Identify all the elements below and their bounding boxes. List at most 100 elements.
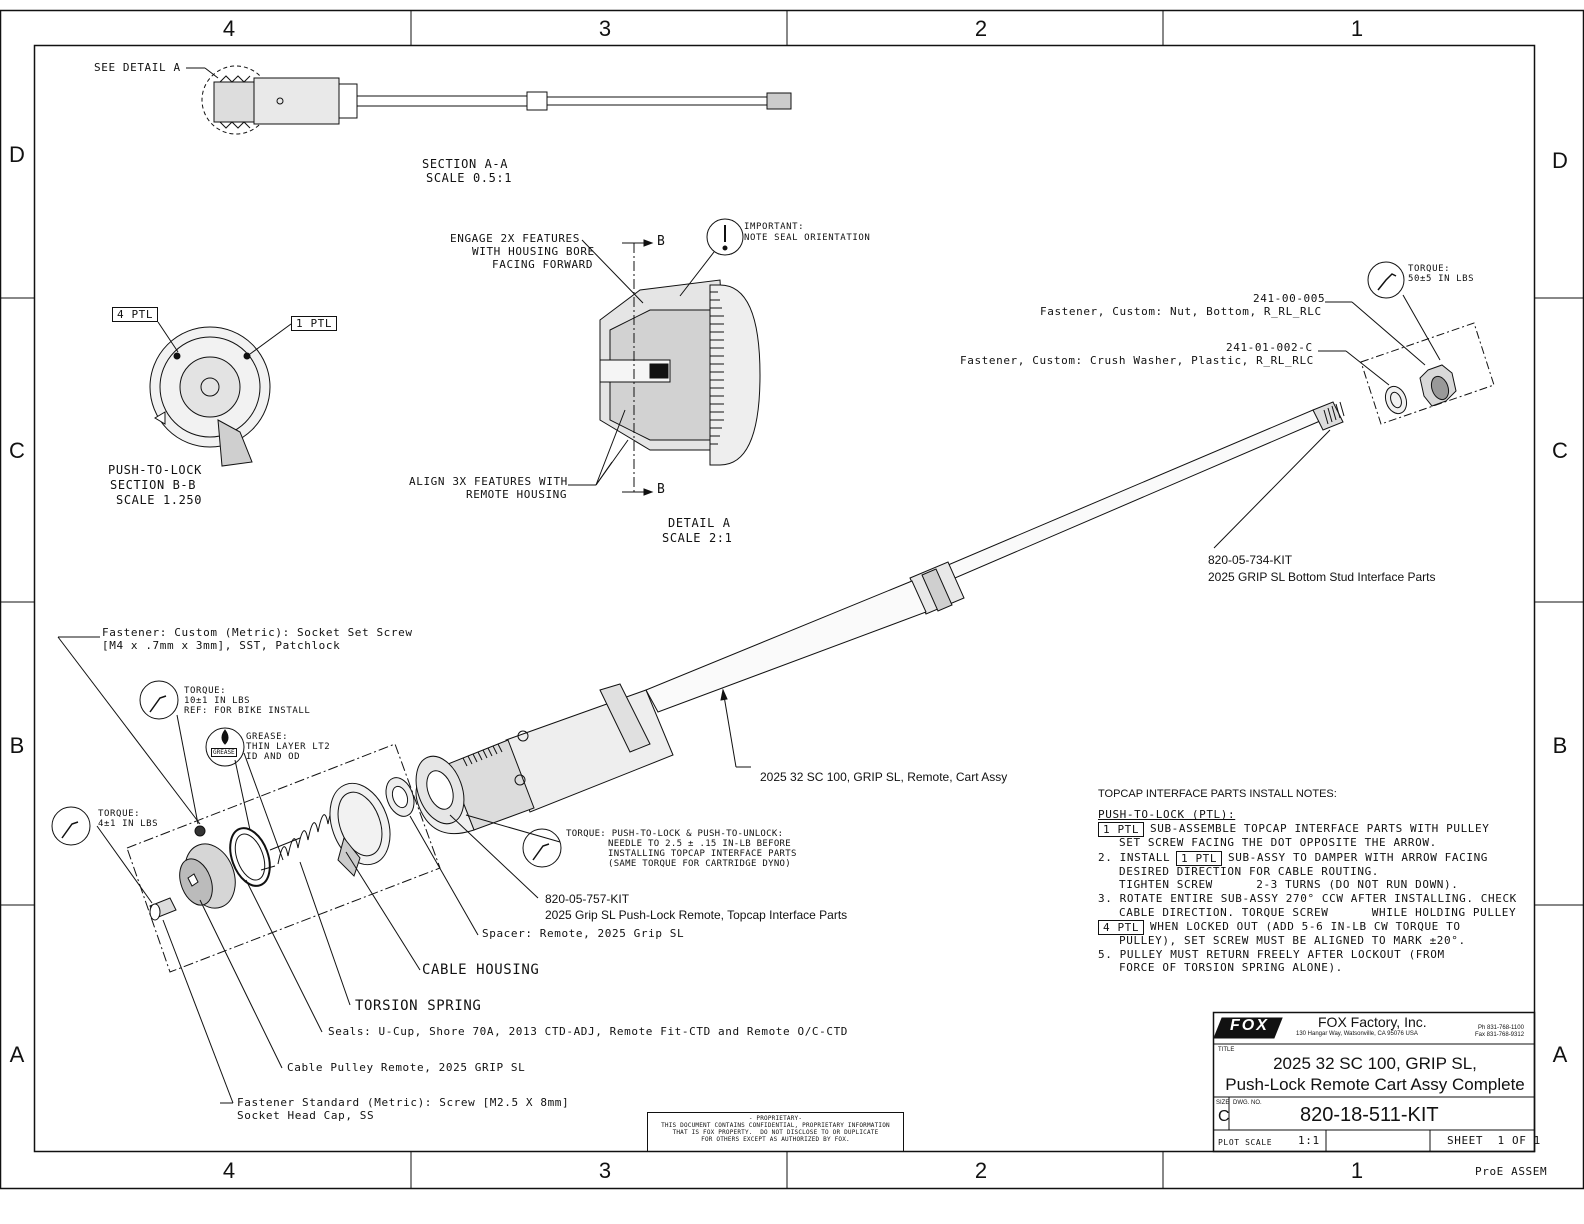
torque-set-line1: TORQUE: bbox=[184, 686, 227, 696]
proprietary-line2: THIS DOCUMENT CONTAINS CONFIDENTIAL, PRO… bbox=[661, 1122, 890, 1129]
engage-line3: FACING FORWARD bbox=[492, 258, 594, 271]
grease-line1: GREASE: bbox=[246, 732, 289, 742]
torque-small-line1: TORQUE: bbox=[98, 809, 141, 819]
note-tag-4-ptl: 4 PTL bbox=[1098, 920, 1145, 935]
zone-row-a-left: A bbox=[9, 1042, 25, 1067]
size-label: SIZE bbox=[1216, 1100, 1230, 1106]
cartridge-view bbox=[415, 401, 1345, 835]
zone-col-4-top: 4 bbox=[222, 16, 236, 41]
note-2a-cont: SUB-ASSY TO DAMPER WITH ARROW FACING bbox=[1228, 851, 1489, 864]
drawing-number: 820-18-511-KIT bbox=[1300, 1104, 1439, 1126]
sheet-number: SHEET 1 OF 1 bbox=[1447, 1134, 1541, 1147]
zone-row-b-left: B bbox=[9, 733, 25, 758]
section-bb-line1: PUSH-TO-LOCK bbox=[108, 463, 202, 477]
section-bb-scale: SCALE 1.250 bbox=[116, 493, 203, 507]
set-screw-line1: Fastener: Custom (Metric): Socket Set Sc… bbox=[102, 626, 413, 639]
nut-part-number: 241-00-005 bbox=[1253, 292, 1326, 305]
cut-label-top: B bbox=[657, 234, 666, 249]
torque-set-line3: REF: FOR BIKE INSTALL bbox=[184, 706, 311, 716]
stud-kit-part-number: 820-05-734-KIT bbox=[1208, 553, 1293, 567]
zone-col-1-top: 1 bbox=[1350, 16, 1364, 41]
torque-ptl-line3: INSTALLING TOPCAP INTERFACE PARTS bbox=[608, 849, 797, 859]
zone-col-2-bottom: 2 bbox=[974, 1158, 988, 1183]
stud-kit-description: 2025 GRIP SL Bottom Stud Interface Parts bbox=[1208, 570, 1436, 584]
zone-col-3-bottom: 3 bbox=[598, 1158, 612, 1183]
drawing-title-line1: 2025 32 SC 100, GRIP SL, bbox=[1273, 1054, 1477, 1073]
title-block bbox=[1162, 1011, 1536, 1188]
inner-frame bbox=[33, 44, 1536, 1153]
proprietary-line3: THAT IS FOX PROPERTY. DO NOT DISCLOSE TO… bbox=[672, 1129, 879, 1136]
washer-part-number: 241-01-002-C bbox=[1226, 341, 1313, 354]
detail-a-title: DETAIL A bbox=[668, 516, 731, 530]
stud-parts-view bbox=[1213, 261, 1495, 549]
fox-logo: FOX bbox=[1230, 1017, 1269, 1034]
torque-top-line1: TORQUE: bbox=[1408, 264, 1451, 274]
topcap-kit-part-number: 820-05-757-KIT bbox=[545, 892, 630, 906]
zone-col-3-top: 3 bbox=[598, 16, 612, 41]
pulley-label: Cable Pulley Remote, 2025 GRIP SL bbox=[287, 1061, 526, 1074]
proprietary-line4: FOR OTHERS EXCEPT AS AUTHORIZED BY FOX. bbox=[701, 1136, 850, 1143]
align-line2: REMOTE HOUSING bbox=[466, 488, 568, 501]
torque-ptl-line1: TORQUE: PUSH-TO-LOCK & PUSH-TO-UNLOCK: bbox=[566, 829, 784, 839]
torque-ptl-line4: (SAME TORQUE FOR CARTRIDGE DYNO) bbox=[608, 859, 791, 869]
section-aa-scale: SCALE 0.5:1 bbox=[426, 171, 513, 185]
section-aa-view bbox=[186, 65, 792, 135]
zone-row-d-right: D bbox=[1552, 148, 1568, 173]
callout-4-ptl: 4 PTL bbox=[112, 307, 159, 322]
detail-a-scale: SCALE 2:1 bbox=[662, 531, 733, 545]
zone-row-c-right: C bbox=[1552, 438, 1568, 463]
note-tag-1-ptl: 1 PTL bbox=[1098, 822, 1145, 837]
dwg-no-label: DWG. NO. bbox=[1233, 1100, 1262, 1106]
notes-subheading: PUSH-TO-LOCK (PTL): bbox=[1098, 808, 1236, 821]
note-5b: FORCE OF TORSION SPRING ALONE). bbox=[1119, 961, 1343, 974]
torque-ptl-line2: NEEDLE TO 2.5 ± .15 IN-LB BEFORE bbox=[608, 839, 791, 849]
torque-top-line2: 50±5 IN LBS bbox=[1408, 274, 1475, 284]
torque-set-line2: 10±1 IN LBS bbox=[184, 696, 251, 706]
section-bb-view bbox=[149, 321, 292, 467]
note-1a: SUB-ASSEMBLE TOPCAP INTERFACE PARTS WITH… bbox=[1150, 822, 1490, 835]
note-5a: 5. PULLEY MUST RETURN FREELY AFTER LOCKO… bbox=[1098, 948, 1445, 961]
screw-line2: Socket Head Cap, SS bbox=[237, 1109, 375, 1122]
cad-source: ProE ASSEM bbox=[1475, 1165, 1548, 1178]
drawing-title-line2: Push-Lock Remote Cart Assy Complete bbox=[1225, 1075, 1525, 1094]
engage-line2: WITH HOUSING BORE bbox=[472, 245, 595, 258]
note-4b: PULLEY), SET SCREW MUST BE ALIGNED TO MA… bbox=[1119, 934, 1466, 947]
set-screw-line2: [M4 x .7mm x 3mm], SST, Patchlock bbox=[102, 639, 341, 652]
note-3a: 3. ROTATE ENTIRE SUB-ASSY 270° CCW AFTER… bbox=[1098, 892, 1517, 905]
cable-housing-label: CABLE HOUSING bbox=[422, 962, 540, 978]
note-4a: WHEN LOCKED OUT (ADD 5-6 IN-LB CW TORQUE… bbox=[1150, 920, 1461, 933]
company-phone: Ph 831-768-1100 bbox=[1478, 1025, 1524, 1031]
topcap-kit-description: 2025 Grip SL Push-Lock Remote, Topcap In… bbox=[545, 908, 848, 922]
zone-col-4-bottom: 4 bbox=[222, 1158, 236, 1183]
note-3b: CABLE DIRECTION. TORQUE SCREW WHILE HOLD… bbox=[1119, 906, 1517, 919]
spacer-label: Spacer: Remote, 2025 Grip SL bbox=[482, 927, 685, 940]
company-fax: Fax 831-768-9312 bbox=[1475, 1032, 1525, 1038]
plot-scale-value: 1:1 bbox=[1298, 1134, 1320, 1147]
zone-row-b-right: B bbox=[1552, 733, 1568, 758]
zone-col-1-bottom: 1 bbox=[1350, 1158, 1364, 1183]
company-address: 130 Hangar Way, Watsonville, CA 95076 US… bbox=[1296, 1031, 1418, 1037]
important-line2: NOTE SEAL ORIENTATION bbox=[744, 233, 871, 243]
torque-small-line2: 4±1 IN LBS bbox=[98, 819, 159, 829]
note-2b: DESIRED DIRECTION FOR CABLE ROUTING. bbox=[1119, 865, 1380, 878]
note-tag-2-ptl: 1 PTL bbox=[1176, 851, 1223, 866]
section-bb-line2: SECTION B-B bbox=[110, 478, 197, 492]
zone-row-a-right: A bbox=[1552, 1042, 1568, 1067]
callout-1-ptl: 1 PTL bbox=[291, 316, 338, 331]
torsion-spring-label: TORSION SPRING bbox=[355, 998, 482, 1014]
cart-assy-description: 2025 32 SC 100, GRIP SL, Remote, Cart As… bbox=[760, 770, 1008, 784]
plot-scale-label: PLOT SCALE bbox=[1218, 1138, 1273, 1147]
grease-icon-label: GREASE bbox=[211, 748, 237, 757]
zone-row-d-left: D bbox=[9, 142, 25, 167]
align-line1: ALIGN 3X FEATURES WITH bbox=[409, 475, 568, 488]
note-2a: 2. INSTALL bbox=[1098, 851, 1171, 864]
proprietary-box bbox=[647, 1112, 904, 1152]
note-2c: TIGHTEN SCREW 2-3 TURNS (DO NOT RUN DOWN… bbox=[1119, 878, 1459, 891]
notes-heading: TOPCAP INTERFACE PARTS INSTALL NOTES: bbox=[1098, 788, 1337, 800]
zone-col-2-top: 2 bbox=[974, 16, 988, 41]
screw-line1: Fastener Standard (Metric): Screw [M2.5 … bbox=[237, 1096, 570, 1109]
grease-line2: THIN LAYER LT2 bbox=[246, 742, 331, 752]
note-1b: SET SCREW FACING THE DOT OPPOSITE THE AR… bbox=[1119, 836, 1437, 849]
grease-line3: ID AND OD bbox=[246, 752, 301, 762]
